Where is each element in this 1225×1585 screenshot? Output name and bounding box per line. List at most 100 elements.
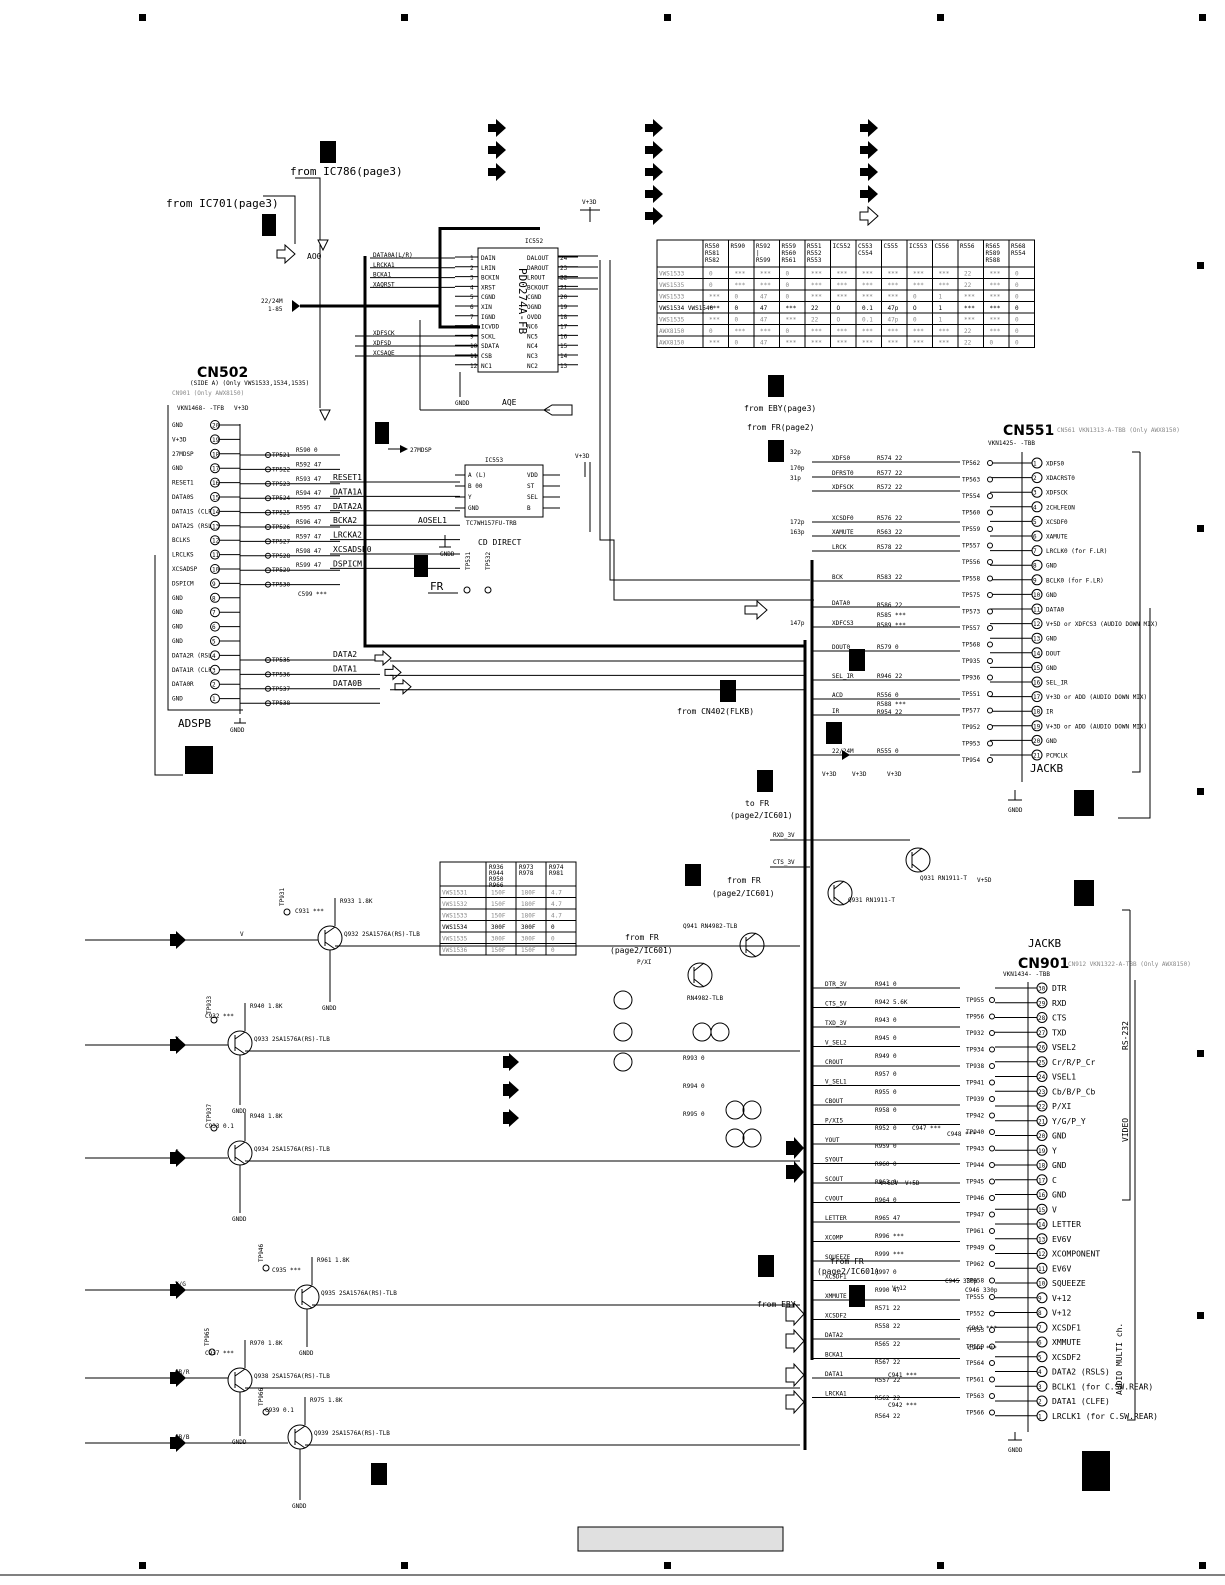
cn502-pin-label: XCSADSP bbox=[172, 566, 198, 573]
cn901-pin-num: 16 bbox=[1038, 1192, 1046, 1199]
cn551-resistor: R556 0 bbox=[877, 692, 899, 699]
cn901-net: LETTER bbox=[825, 1215, 847, 1222]
cn551-tp-label: TP563 bbox=[962, 477, 980, 484]
cn502-pin-circle bbox=[210, 592, 220, 603]
table-top-cell: *** bbox=[939, 340, 950, 347]
table-top-header: R556 bbox=[960, 243, 975, 250]
ic552-pin-label: CGND bbox=[481, 294, 496, 301]
ic552-pin-label: BCKOUT bbox=[527, 284, 549, 291]
ic553-pin-label: A (L) bbox=[468, 472, 486, 479]
table-top-cell: 0 bbox=[1015, 271, 1019, 278]
cn901-cap: C947 *** bbox=[912, 1125, 941, 1132]
cn502-net-arrow bbox=[394, 678, 412, 695]
cn551-pin-label: IR bbox=[1046, 709, 1054, 716]
bus-e bbox=[609, 260, 810, 581]
cts-net: CTS_3V bbox=[773, 859, 795, 866]
ic552-pin-num: 9 bbox=[470, 333, 474, 340]
cn901-pin-label: Cr/R/P_Cr bbox=[1052, 1058, 1096, 1067]
cn901-net: DTR_3V bbox=[825, 981, 847, 988]
table-top-cell: *** bbox=[862, 294, 873, 301]
table-top-cell: 0 bbox=[1015, 340, 1019, 347]
cn901-net: V_SEL1 bbox=[825, 1079, 847, 1086]
video-tp-dot bbox=[283, 908, 291, 916]
cn901-pin-num: 7 bbox=[1038, 1325, 1042, 1332]
video-input-arrow bbox=[170, 1281, 186, 1299]
table-top-cell: *** bbox=[760, 282, 771, 289]
cn502-net-arrow bbox=[384, 664, 402, 681]
ic553-pin-label: VDD bbox=[527, 472, 538, 479]
table-top-header: R592 bbox=[756, 243, 771, 250]
ic552-pin-num: 19 bbox=[560, 304, 568, 311]
cn551-tp-dot bbox=[987, 724, 993, 730]
cn901-tp-dot bbox=[989, 1096, 995, 1102]
cn901-pin-num: 1 bbox=[1038, 1413, 1042, 1420]
video-cap: C939 0.1 bbox=[265, 1407, 294, 1414]
cn502-pin-num: 13 bbox=[212, 523, 220, 530]
table-top-cell: *** bbox=[760, 271, 771, 278]
cn551-pin-label: XDFS0 bbox=[1046, 461, 1064, 468]
cn901-net: BCKA1 bbox=[825, 1352, 843, 1359]
cn901-tp-dot bbox=[989, 1112, 995, 1119]
table-top-cell: 0 bbox=[709, 282, 713, 289]
27mdsp-out: 27MDSP bbox=[410, 447, 432, 454]
cn901-tp-dot bbox=[989, 1013, 995, 1020]
table-top-cell: 0 bbox=[735, 305, 739, 312]
ic552-pin-num: 7 bbox=[470, 314, 474, 321]
table-mid-header: R973 bbox=[519, 864, 534, 871]
table-top-cell: O bbox=[837, 317, 841, 324]
table-top-cell: 0 bbox=[913, 294, 917, 301]
cn551-pin-label: XDACRST0 bbox=[1046, 475, 1075, 482]
table-top-frame bbox=[656, 239, 1035, 348]
video-tp-label: TP966 bbox=[258, 1388, 265, 1406]
cn551-pin-num: 9 bbox=[1033, 577, 1037, 584]
cn502-pin-label: 27MDSP bbox=[172, 451, 194, 458]
table-top-cell: 0 bbox=[786, 271, 790, 278]
video-transistor-label: Q934 2SA1576A(RS)-TLB bbox=[254, 1146, 330, 1153]
table-top-header: R590 bbox=[731, 243, 746, 250]
cn502-resistor: R592 47 bbox=[296, 461, 322, 468]
table-top-cell: *** bbox=[735, 282, 746, 289]
ic552-pin-num: 2 bbox=[470, 265, 474, 272]
table-mid-model: VWS1536 bbox=[442, 947, 468, 954]
video-resistor: R940 1.8K bbox=[250, 1003, 283, 1010]
table-top-cell: *** bbox=[811, 271, 822, 278]
video-out-resistor: R993 0 bbox=[683, 1055, 705, 1062]
cn502-pin-circle bbox=[210, 448, 220, 459]
cn551-pin-label: LRCLK0 (for F.LR) bbox=[1046, 548, 1107, 555]
cn551-resistor: R577 22 bbox=[877, 470, 903, 477]
cn551-ref: CN551 bbox=[1003, 423, 1054, 439]
cn502-net: DATA2A bbox=[333, 502, 362, 511]
cn551-net: DFRST0 bbox=[832, 470, 854, 477]
table-top-cell: *** bbox=[837, 271, 848, 278]
cn551-part: VKN1425- -TBB bbox=[988, 440, 1035, 447]
table-top-header: C553 bbox=[858, 243, 873, 250]
cn901-resistor: R952 0 bbox=[875, 1125, 897, 1132]
cn901-tp-dot bbox=[989, 1228, 995, 1234]
table-top-cell: *** bbox=[862, 340, 873, 347]
cn502-gnd bbox=[234, 718, 246, 724]
cn502-pin-circle bbox=[210, 477, 220, 488]
table-top-cell: *** bbox=[862, 271, 873, 278]
cn551-tp-dot bbox=[987, 575, 993, 582]
rxd-net: RXD_3V bbox=[773, 832, 795, 839]
table-top-cell: 0 bbox=[709, 271, 713, 278]
supply-label: V+3D bbox=[887, 771, 902, 778]
cn901-resistor: R941 0 bbox=[875, 981, 897, 988]
cn901-net: YOUT bbox=[825, 1137, 840, 1144]
cn502-pin-circle bbox=[210, 578, 220, 589]
table-top-cell: *** bbox=[888, 294, 899, 301]
video-input-arrow bbox=[170, 1369, 186, 1387]
table-top-cell: *** bbox=[964, 317, 975, 324]
table-top-cell: 22 bbox=[811, 305, 819, 312]
table-mid-model: VWS1535 bbox=[442, 936, 468, 943]
cn502-net: DSPICM bbox=[333, 559, 362, 568]
video-out-arrow bbox=[503, 1053, 519, 1071]
ic552-pin-label: LROUT bbox=[527, 275, 545, 282]
ic552-outwires bbox=[558, 255, 598, 290]
video-transistor-sym bbox=[301, 1285, 313, 1309]
ic552-pin-num: 18 bbox=[560, 314, 568, 321]
ic552: IC552 AQE PD0274A-FB DAIN1LRIN2BCKIN3XRS… bbox=[455, 238, 578, 407]
cn901-pin-num: 25 bbox=[1038, 1059, 1046, 1066]
ic553-ref: IC553 bbox=[485, 457, 503, 464]
cn502-net-low: DATA0B bbox=[333, 679, 362, 688]
